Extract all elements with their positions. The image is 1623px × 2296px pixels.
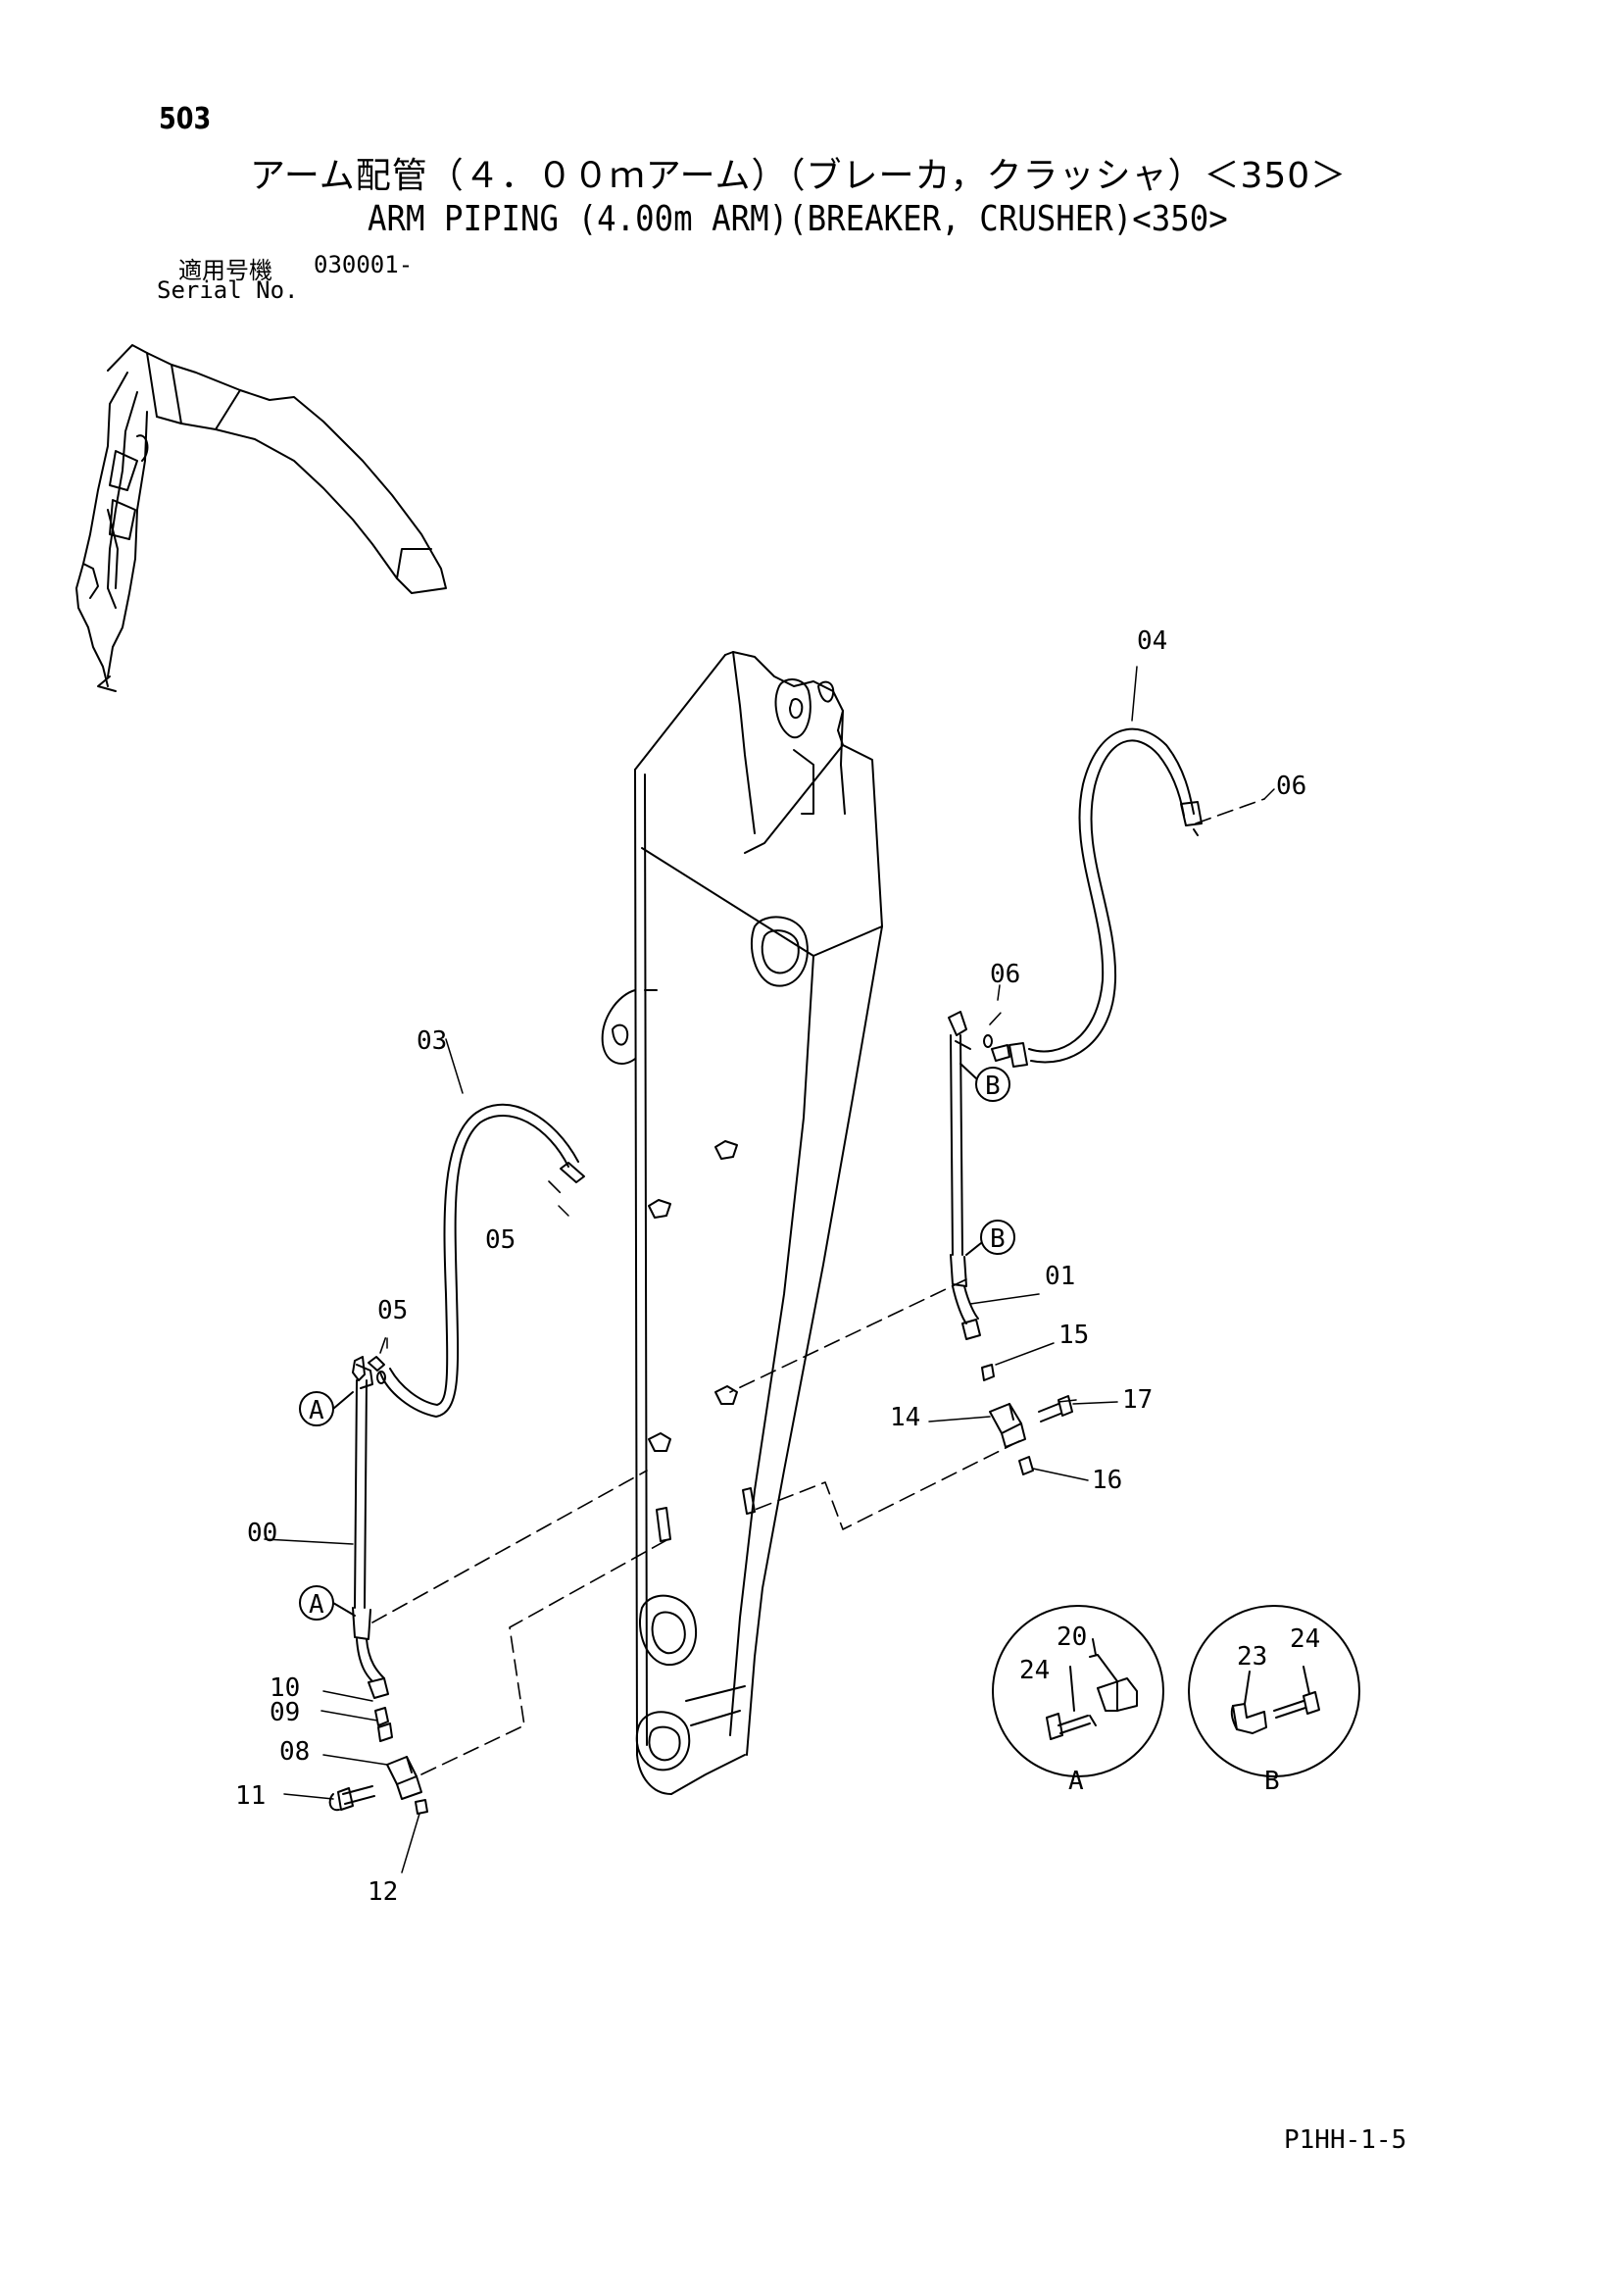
marker-a-1: A <box>309 1396 324 1425</box>
callout-06-upper: 06 <box>1276 772 1306 801</box>
callout-10: 10 <box>270 1673 300 1703</box>
title-japanese: アーム配管（４．００ｍアーム）（ブレーカ，クラッシャ）＜350＞ <box>250 156 1348 196</box>
clamp-parts-right <box>981 1364 1073 1475</box>
callout-23: 23 <box>1237 1642 1267 1672</box>
callout-00: 00 <box>247 1519 277 1548</box>
callout-05-lower: 05 <box>377 1296 408 1325</box>
callout-03: 03 <box>417 1026 447 1056</box>
marker-circles <box>299 1063 1015 1621</box>
hose-04 <box>1008 727 1203 1068</box>
clamp-parts-left <box>328 1707 428 1815</box>
title-english: ARM PIPING (4.00m ARM)(BREAKER, CRUSHER)… <box>368 199 1228 239</box>
pipe-01-assembly <box>948 1011 981 1340</box>
marker-b-2: B <box>990 1224 1006 1254</box>
callout-06-lower: 06 <box>990 960 1020 989</box>
callout-05-upper: 05 <box>485 1225 516 1255</box>
detail-circles <box>992 1605 1360 1777</box>
callout-11: 11 <box>235 1781 266 1811</box>
page-number: 503 <box>159 102 212 136</box>
excavator-overview-illustration <box>75 344 447 692</box>
callout-17: 17 <box>1122 1385 1153 1415</box>
callout-09: 09 <box>270 1698 300 1727</box>
marker-b-1: B <box>985 1072 1001 1101</box>
callout-12: 12 <box>368 1877 398 1907</box>
marker-a-2: A <box>309 1590 324 1620</box>
callout-04: 04 <box>1137 626 1167 656</box>
pipe-00-assembly <box>352 1356 389 1699</box>
detail-b-label: B <box>1264 1767 1280 1796</box>
leader-lines <box>371 798 1265 1775</box>
callout-14: 14 <box>890 1403 920 1432</box>
serial-label-english: Serial No. <box>157 276 299 304</box>
serial-label-japanese: 適用号機 <box>178 257 272 284</box>
hose-03 <box>368 1103 585 1418</box>
callout-08: 08 <box>279 1737 310 1767</box>
callout-24-detail-a: 24 <box>1019 1656 1050 1685</box>
callout-15: 15 <box>1058 1321 1089 1350</box>
page-code: P1HH-1-5 <box>1284 2125 1407 2155</box>
serial-number-value: 030001- <box>314 251 414 278</box>
o-ring-fittings <box>376 828 1199 1384</box>
callout-16: 16 <box>1092 1466 1122 1495</box>
callout-01: 01 <box>1045 1262 1075 1291</box>
arm-body <box>601 651 883 1795</box>
detail-a-label: A <box>1068 1767 1084 1796</box>
callout-leaders <box>264 666 1275 1873</box>
callout-20: 20 <box>1057 1622 1087 1652</box>
callout-24-detail-b: 24 <box>1290 1624 1320 1654</box>
